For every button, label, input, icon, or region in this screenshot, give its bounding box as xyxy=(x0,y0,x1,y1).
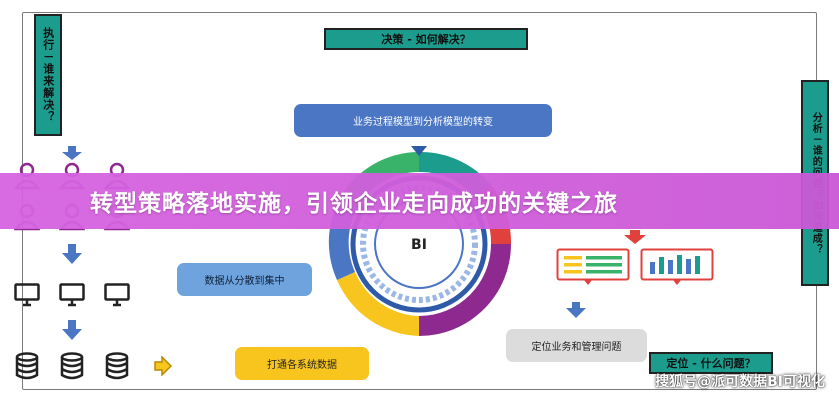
pill-data-centralize: 数据从分散到集中 xyxy=(177,263,312,296)
database-icon xyxy=(60,352,84,380)
arrow-down-icon xyxy=(62,146,82,160)
database-icon xyxy=(15,352,39,380)
pill-locate-problems: 定位业务和管理问题 xyxy=(506,329,647,362)
bar-chart-icon xyxy=(640,248,714,286)
pill-connect-systems: 打通各系统数据 xyxy=(235,347,369,380)
watermark-text: 搜狐号@派可数据BI可视化 xyxy=(655,371,825,391)
monitor-icon xyxy=(14,283,40,307)
locate-box-label: 定位 - 什么问题？ xyxy=(666,355,755,371)
arrow-down-icon xyxy=(624,230,646,244)
arrow-down-icon xyxy=(62,320,82,340)
pill-connect-systems-label: 打通各系统数据 xyxy=(267,356,337,371)
execute-box-label: 执行－谁来解决？ xyxy=(42,23,54,127)
pill-process-model-label: 业务过程模型到分析模型的转变 xyxy=(353,113,493,128)
decision-box: 决策 - 如何解决？ xyxy=(324,28,528,50)
execute-box: 执行－谁来解决？ xyxy=(34,14,62,136)
monitor-icon xyxy=(104,283,130,307)
arrow-right-icon xyxy=(154,356,172,376)
pill-process-model: 业务过程模型到分析模型的转变 xyxy=(294,104,552,137)
database-icon xyxy=(105,352,129,380)
bi-ring: BI xyxy=(315,140,523,348)
pill-locate-problems-label: 定位业务和管理问题 xyxy=(532,338,622,353)
arrow-down-icon xyxy=(62,244,82,264)
decision-box-label: 决策 - 如何解决？ xyxy=(381,31,470,47)
text-lines-icon xyxy=(556,248,630,286)
title-banner: 转型策略落地实施，引领企业走向成功的关键之旅 xyxy=(0,173,839,229)
bi-core-label: BI xyxy=(411,237,427,253)
arrow-down-icon xyxy=(566,302,586,318)
pill-data-centralize-label: 数据从分散到集中 xyxy=(205,272,285,287)
banner-title: 转型策略落地实施，引领企业走向成功的关键之旅 xyxy=(90,184,618,218)
monitor-icon xyxy=(59,283,85,307)
